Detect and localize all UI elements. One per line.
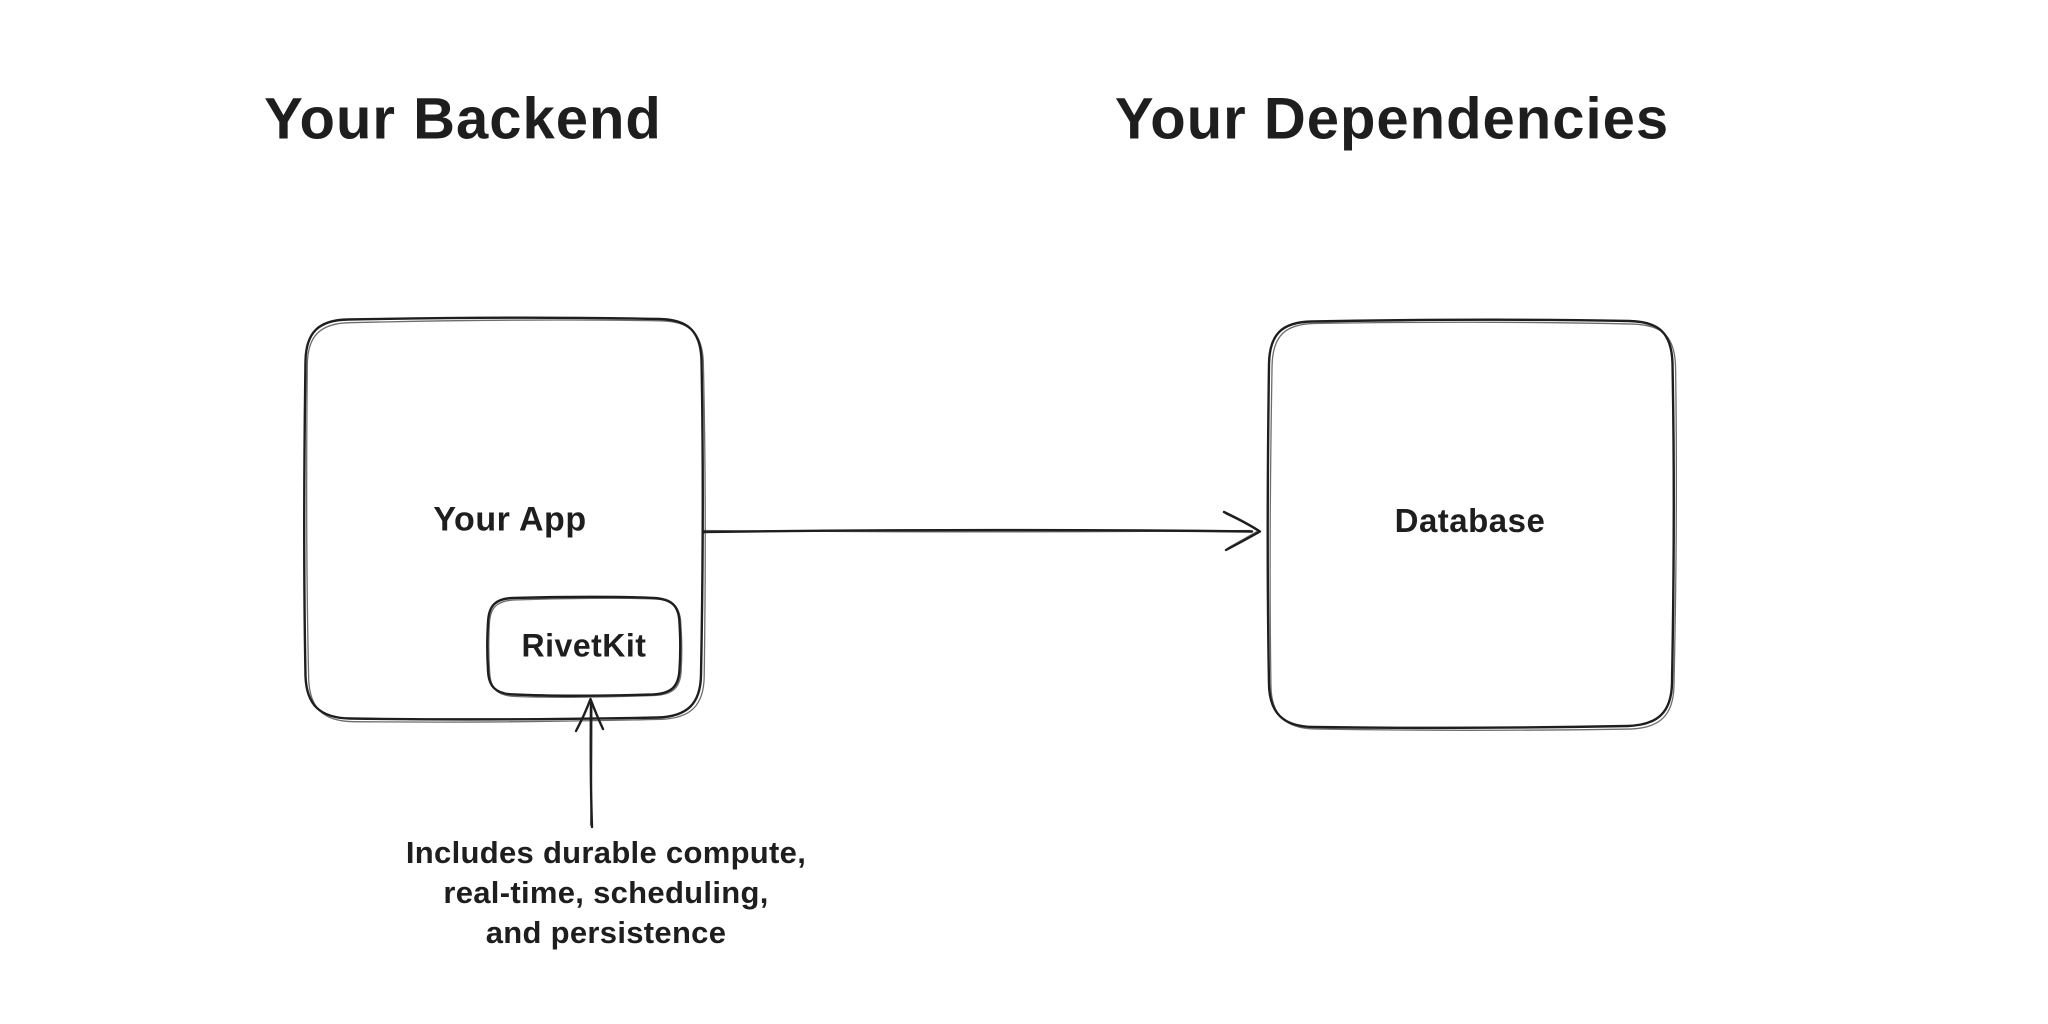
annotation-line-3: and persistence [485, 915, 727, 950]
database-box-label: Database [1394, 502, 1546, 539]
rivetkit-annotation: Includes durable compute, real-time, sch… [406, 833, 806, 953]
rivetkit-box-label: RivetKit [521, 627, 647, 664]
backend-section-title: Your Backend [264, 86, 662, 152]
dependencies-section-title: Your Dependencies [1114, 86, 1670, 152]
annotation-to-rivetkit-arrow [574, 697, 605, 829]
app-to-database-arrow [701, 510, 1262, 552]
annotation-line-2: real-time, scheduling, [443, 875, 769, 910]
your-app-box-label: Your App [433, 500, 587, 539]
annotation-line-1: Includes durable compute, [405, 835, 807, 870]
